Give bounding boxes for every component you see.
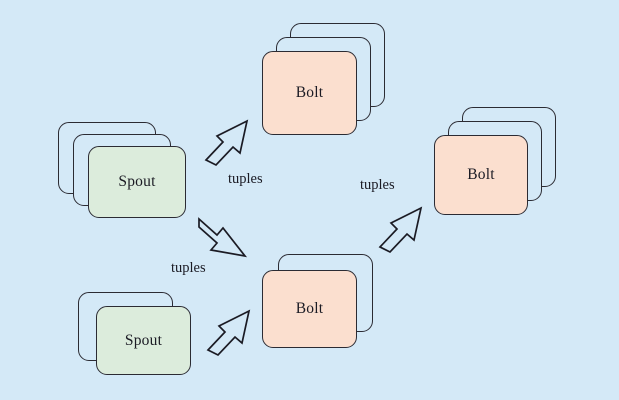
node-label: Spout	[118, 173, 156, 191]
node-spout-bottom[interactable]: Spout	[78, 292, 206, 391]
node-bolt-right[interactable]: Bolt	[434, 107, 558, 241]
node-spout-top[interactable]: Spout	[58, 122, 210, 242]
node-bolt-top[interactable]: Bolt	[262, 23, 387, 161]
node-label: Bolt	[467, 166, 495, 184]
arrow-spout-top-to-bolt-top	[204, 119, 249, 167]
card-stack-front[interactable]: Spout	[96, 306, 191, 375]
edge-label-tuples-middle: tuples	[171, 260, 206, 276]
edge-label-tuples-right: tuples	[360, 177, 395, 193]
card-stack-front[interactable]: Bolt	[434, 135, 528, 215]
node-label: Bolt	[295, 300, 324, 318]
node-label: Bolt	[295, 84, 324, 102]
card-stack-front[interactable]: Bolt	[262, 270, 357, 348]
node-label: Spout	[124, 331, 163, 349]
edge-label-tuples-top: tuples	[228, 171, 263, 187]
card-stack-front[interactable]: Spout	[88, 146, 186, 218]
node-bolt-middle[interactable]: Bolt	[262, 254, 377, 365]
arrow-spout-bottom-to-bolt-middle	[206, 309, 251, 357]
arrow-bolt-middle-to-bolt-right	[378, 206, 423, 254]
card-stack-front[interactable]: Bolt	[262, 51, 357, 135]
